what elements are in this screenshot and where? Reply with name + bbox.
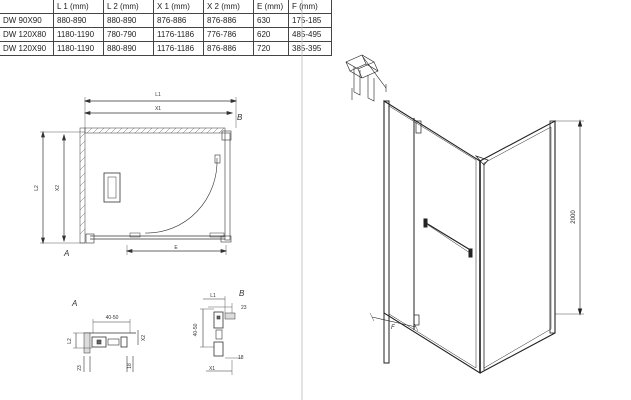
label-L1: L1 [155, 92, 161, 98]
label-X1: X1 [155, 106, 161, 112]
plan-view [40, 97, 238, 255]
side-panel [224, 132, 231, 241]
spec-table: L 1 (mm) L 2 (mm) X 1 (mm) X 2 (mm) E (m… [0, 0, 332, 56]
wall-section [83, 332, 91, 354]
elevation-view [345, 54, 584, 374]
detail-A-dim-L2: L2 [67, 338, 73, 344]
dim-line-F [371, 316, 417, 328]
detail-B-dim-18: 18 [238, 355, 244, 361]
elevation-F-label: F [391, 325, 395, 331]
detail-B-dim-23: 23 [241, 305, 247, 311]
label-E: E [174, 245, 178, 251]
wall-section [224, 312, 236, 320]
spec-table-header: L 1 (mm) L 2 (mm) X 1 (mm) X 2 (mm) E (m… [0, 0, 332, 14]
elevation-height-label: 2000 [571, 210, 577, 224]
detail-A-dim-23: 23 [77, 365, 83, 371]
detail-B-dim-L1: L1 [210, 293, 216, 299]
left-post [383, 100, 390, 364]
value-cell: 1176-1186 [153, 41, 204, 56]
drain [103, 172, 121, 203]
label-X2: X2 [55, 185, 61, 191]
back-wall [84, 127, 226, 134]
door-swing-arc [144, 157, 218, 234]
profile-inset [345, 54, 387, 102]
detail-A-dim-40-50: 40-50 [106, 315, 119, 321]
detail-B-dim-40-50: 40-50 [193, 323, 199, 336]
detail-B-dim-X1: X1 [209, 366, 215, 372]
side-panel-elevation [479, 120, 556, 374]
corner-label-A: A [63, 249, 69, 258]
detail-A-title: A [71, 299, 77, 308]
corner-label-B: B [237, 113, 243, 122]
detail-A-dim-X2: X2 [141, 335, 147, 341]
front-panel [383, 100, 481, 374]
door-handle [425, 222, 473, 252]
detail-B-title: B [239, 289, 245, 298]
table-row: DW 120X90 1180-1190 880-890 1176-1186 87… [0, 41, 332, 56]
value-cell: 385-395 [288, 41, 332, 56]
detail-A [73, 319, 139, 372]
value-cell: 720 [253, 41, 289, 56]
table-row: DW 90X90 880-890 880-890 876-886 876-886… [0, 13, 332, 28]
label-L2: L2 [34, 185, 40, 191]
detail-B [200, 296, 241, 375]
detail-A-dim-18: 18 [127, 363, 133, 369]
left-wall [79, 127, 86, 244]
